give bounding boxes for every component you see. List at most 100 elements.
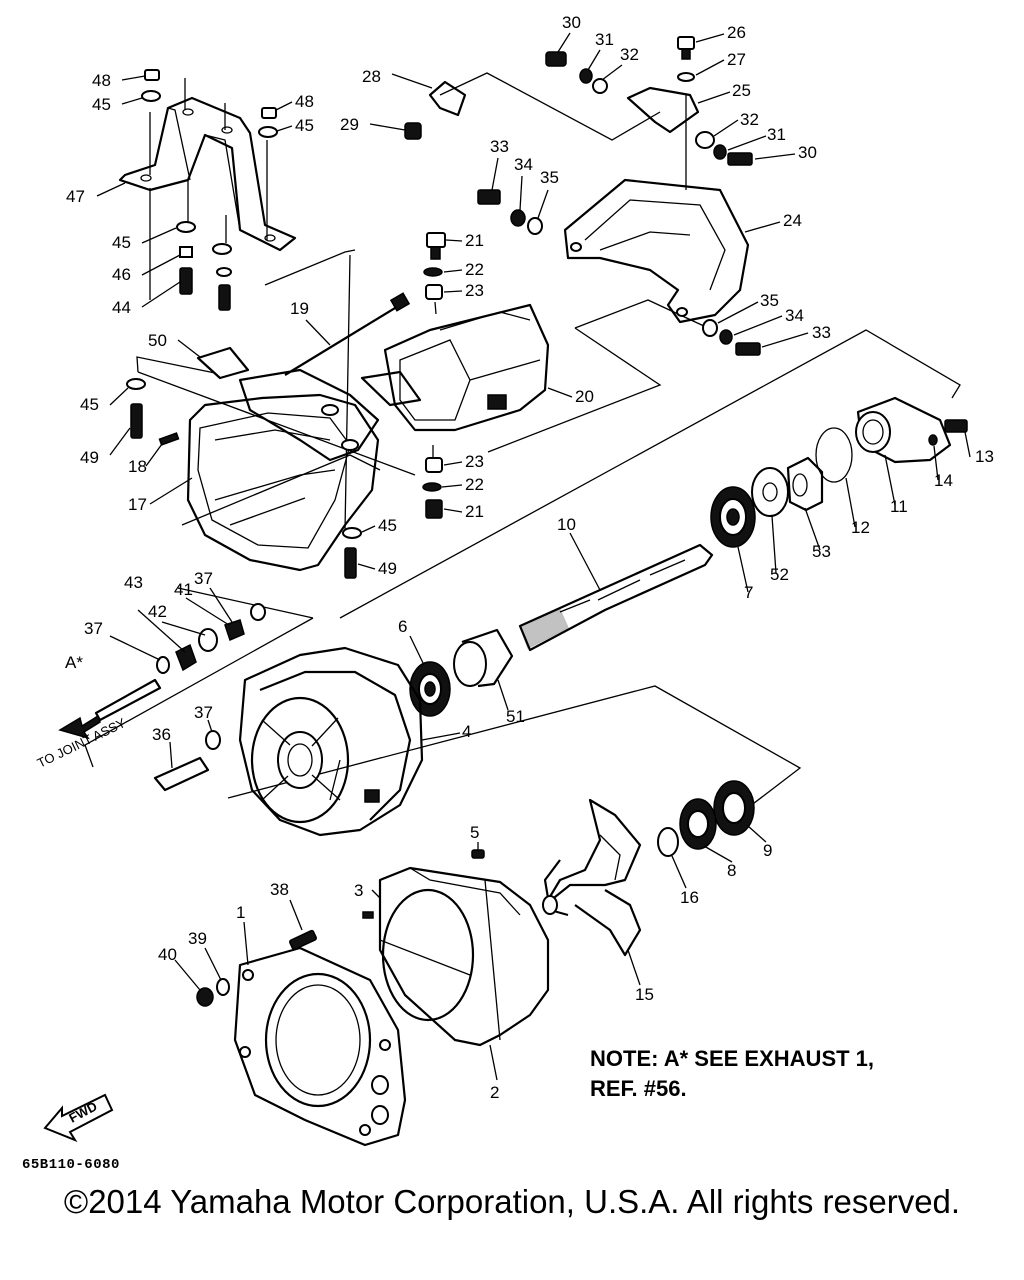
- callout-52: 52: [770, 565, 789, 584]
- callout-10: 10: [557, 515, 576, 534]
- callout-23b: 23: [465, 452, 484, 471]
- nozzle-housing: [360, 303, 550, 432]
- note-line-2: REF. #56.: [590, 1076, 687, 1101]
- callout-32a: 32: [620, 45, 639, 64]
- callout-45b: 45: [295, 116, 314, 135]
- callout-8: 8: [727, 861, 736, 880]
- callout-39: 39: [188, 929, 207, 948]
- callout-29: 29: [340, 115, 359, 134]
- fwd-arrow: FWD: [43, 1093, 114, 1143]
- callout-25: 25: [732, 81, 751, 100]
- callout-36: 36: [152, 725, 171, 744]
- callout-30a: 30: [562, 13, 581, 32]
- callout-42: 42: [148, 602, 167, 621]
- bearings-8-9: [657, 780, 755, 857]
- callout-9: 9: [763, 841, 772, 860]
- callout-49b: 49: [378, 559, 397, 578]
- intake-housing: [158, 368, 380, 572]
- callout-30b: 30: [798, 143, 817, 162]
- callout-45a: 45: [92, 95, 111, 114]
- key-5: [471, 849, 485, 859]
- stud-bolt: [196, 292, 411, 380]
- callout-53: 53: [812, 542, 831, 561]
- callout-1: 1: [236, 903, 245, 922]
- callout-35a: 35: [540, 168, 559, 187]
- boundary-lines: [84, 72, 961, 976]
- callout-5: 5: [470, 823, 479, 842]
- callout-33b: 33: [812, 323, 831, 342]
- note-line-1: NOTE: A* SEE EXHAUST 1,: [590, 1046, 875, 1071]
- callout-34a: 34: [514, 155, 533, 174]
- callout-47: 47: [66, 187, 85, 206]
- callout-28: 28: [362, 67, 381, 86]
- callout-18: 18: [128, 457, 147, 476]
- callout-23a: 23: [465, 281, 484, 300]
- callout-2: 2: [490, 1083, 499, 1102]
- callout-40: 40: [158, 945, 177, 964]
- brackets-25-28: [404, 80, 700, 140]
- callout-31a: 31: [595, 30, 614, 49]
- callout-21b: 21: [465, 502, 484, 521]
- callout-37c: 37: [194, 703, 213, 722]
- note-block: NOTE: A* SEE EXHAUST 1, REF. #56.: [590, 1044, 874, 1104]
- callout-43: 43: [124, 573, 143, 592]
- liner-housing: [362, 866, 550, 1047]
- callout-21a: 21: [465, 231, 484, 250]
- collar-and-bearing: [409, 628, 514, 717]
- bearing-7: [710, 486, 756, 548]
- exhaust-cover: [563, 178, 750, 324]
- fasteners-left: [126, 69, 362, 579]
- rear-plate: [233, 946, 407, 1147]
- callout-41: 41: [174, 580, 193, 599]
- impeller-housing: [238, 646, 424, 837]
- callout-16: 16: [680, 888, 699, 907]
- end-cap: [815, 396, 968, 483]
- callout-14: 14: [934, 471, 953, 490]
- callout-45c: 45: [112, 233, 131, 252]
- impeller: [542, 798, 642, 957]
- part-callouts: 1 2 3 4 5 6 7 8 9 10 11 12 13 14 15 16 1…: [66, 13, 994, 1102]
- callout-24: 24: [783, 211, 802, 230]
- callout-37a: 37: [194, 569, 213, 588]
- callout-15: 15: [635, 985, 654, 1004]
- callout-34b: 34: [785, 306, 804, 325]
- callout-31b: 31: [767, 125, 786, 144]
- callout-49a: 49: [80, 448, 99, 467]
- pipe-fittings: [58, 603, 266, 792]
- callout-46: 46: [112, 265, 131, 284]
- callout-3: 3: [354, 881, 363, 900]
- callout-45e: 45: [378, 516, 397, 535]
- drawing-code: 65B110-6080: [22, 1157, 120, 1173]
- callout-35b: 35: [760, 291, 779, 310]
- copyright-notice: ©2014 Yamaha Motor Corporation, U.S.A. A…: [63, 1183, 961, 1220]
- drive-shaft: [518, 543, 714, 652]
- callout-leaders: [96, 32, 971, 1081]
- a-star-label: A*: [65, 653, 83, 672]
- callout-48a: 48: [92, 71, 111, 90]
- mounting-bracket: [118, 96, 297, 252]
- callout-22b: 22: [465, 475, 484, 494]
- fasteners-right: [477, 36, 761, 356]
- callout-33a: 33: [490, 137, 509, 156]
- callout-51: 51: [506, 707, 525, 726]
- collar-and-spacer: [751, 456, 824, 517]
- callout-32b: 32: [740, 110, 759, 129]
- callout-13: 13: [975, 447, 994, 466]
- callout-50: 50: [148, 331, 167, 350]
- callout-27: 27: [727, 50, 746, 69]
- callout-17: 17: [128, 495, 147, 514]
- callout-22a: 22: [465, 260, 484, 279]
- callout-6: 6: [398, 617, 407, 636]
- callout-12: 12: [851, 518, 870, 537]
- fasteners-bottom: [196, 929, 317, 1007]
- callout-4: 4: [462, 722, 471, 741]
- callout-48b: 48: [295, 92, 314, 111]
- bolts-21-22-23: [422, 232, 446, 519]
- callout-44: 44: [112, 298, 131, 317]
- callout-38: 38: [270, 880, 289, 899]
- callout-20: 20: [575, 387, 594, 406]
- callout-37b: 37: [84, 619, 103, 638]
- callout-45d: 45: [80, 395, 99, 414]
- callout-7: 7: [744, 583, 753, 602]
